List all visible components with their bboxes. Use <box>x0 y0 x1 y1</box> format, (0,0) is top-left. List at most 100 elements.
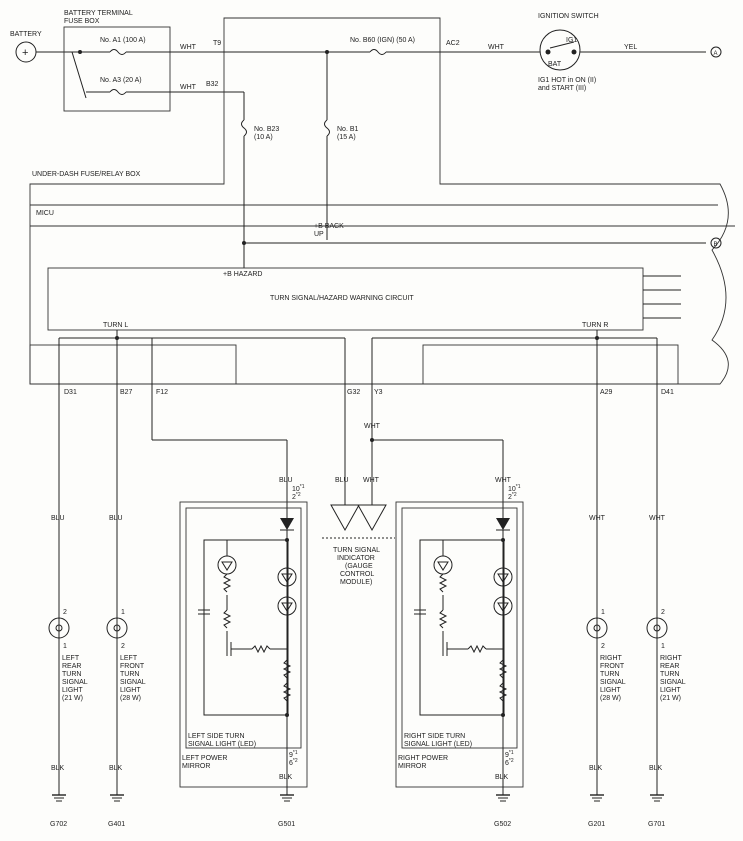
wire-wht-y3: WHT <box>364 423 381 430</box>
right-led-label-2: SIGNAL LIGHT (LED) <box>404 741 472 748</box>
ground-icon <box>650 794 664 802</box>
ground-icon <box>280 794 294 802</box>
wire-blk-g201: BLK <box>589 765 603 772</box>
hazard-label: +B HAZARD <box>223 271 262 278</box>
left-rear-turn-light: 2 1 LEFT REAR TURN SIGNAL LIGHT (21 W) <box>48 609 88 702</box>
lr-pin-2: 2 <box>63 609 67 616</box>
left-front-turn-light: 1 2 LEFT FRONT TURN SIGNAL LIGHT (28 W) <box>106 609 146 702</box>
wire-blu-lr: BLU <box>51 515 65 522</box>
indicator-label-1: TURN SIGNAL <box>333 547 380 554</box>
right-mirror-label-2: MIRROR <box>398 763 426 770</box>
led-icon <box>493 567 513 587</box>
lr-label-2: REAR <box>62 663 81 670</box>
lf-label-1: LEFT <box>120 655 138 662</box>
ground-g201: G201 <box>588 821 605 828</box>
indicator-label-2: INDICATOR <box>337 555 375 562</box>
connector-ac2: AC2 <box>446 40 460 47</box>
turn-signal-indicator: TURN SIGNAL INDICATOR (GAUGE CONTROL MOD… <box>322 504 395 586</box>
battery: BATTERY + <box>10 31 42 63</box>
lf-pin-1: 1 <box>121 609 125 616</box>
wire-wht-rr: WHT <box>649 515 666 522</box>
indicator-label-4: CONTROL <box>340 571 374 578</box>
left-power-mirror: LEFT SIDE TURN SIGNAL LIGHT (LED) LEFT P… <box>179 501 308 795</box>
connector-t9: T9 <box>213 40 221 47</box>
right-front-turn-light: 1 2 RIGHT FRONT TURN SIGNAL LIGHT (28 W) <box>586 609 626 702</box>
rr-label-6: (21 W) <box>660 695 681 702</box>
connector-b-label: B <box>714 242 718 248</box>
connector-b27: B27 <box>120 389 133 396</box>
wire-wht-rm: WHT <box>495 477 512 484</box>
battery-fuse-box-title: BATTERY TERMINAL <box>64 10 133 17</box>
battery-label: BATTERY <box>10 31 42 38</box>
ground-icon <box>590 794 604 802</box>
connector-b32: B32 <box>206 81 219 88</box>
bulb-icon <box>106 617 128 639</box>
bulb-icon <box>48 617 70 639</box>
ignition-bat-pin: BAT <box>548 61 562 68</box>
under-dash-box-outline <box>29 17 735 385</box>
right-led-label-1: RIGHT SIDE TURN <box>404 733 465 740</box>
wire-blk-g401: BLK <box>109 765 123 772</box>
lr-label-1: LEFT <box>62 655 80 662</box>
ground-icon <box>110 794 124 802</box>
turn-r-label: TURN R <box>582 322 608 329</box>
rf-label-1: RIGHT <box>600 655 623 662</box>
resistor-icon <box>438 573 448 593</box>
connector-d31: D31 <box>64 389 77 396</box>
connector-f12: F12 <box>156 389 168 396</box>
rm-pin-6: 6*2 <box>505 758 514 767</box>
circuit-title: TURN SIGNAL/HAZARD WARNING CIRCUIT <box>270 295 414 302</box>
right-rear-turn-light: 2 1 RIGHT REAR TURN SIGNAL LIGHT (21 W) <box>646 609 686 702</box>
rm-pin-9: 9*1 <box>505 750 514 759</box>
led-icon <box>493 596 513 616</box>
led-icon <box>433 555 453 575</box>
rf-label-3: TURN <box>600 671 619 678</box>
fuse-a3-label: No. A3 (20 A) <box>100 77 142 84</box>
battery-fuse-box-subtitle: FUSE BOX <box>64 18 100 25</box>
connector-b-icon <box>710 237 722 249</box>
left-mirror-label-1: LEFT POWER <box>182 755 227 762</box>
connector-y3: Y3 <box>374 389 383 396</box>
lr-label-3: TURN <box>62 671 81 678</box>
wire-blu-ind: BLU <box>335 477 349 484</box>
indicator-label-5: MODULE) <box>340 579 372 586</box>
wire-blk-g702: BLK <box>51 765 65 772</box>
rm-pin-2: 2*2 <box>508 492 517 501</box>
under-dash-title: UNDER-DASH FUSE/RELAY BOX <box>32 171 141 178</box>
ignition-ig1-pin: IG1 <box>566 37 577 44</box>
lf-label-3: TURN <box>120 671 139 678</box>
wire-blk-g701: BLK <box>649 765 663 772</box>
indicator-label-3: (GAUGE <box>345 563 373 570</box>
fuse-b1-icon <box>324 119 330 137</box>
wire-yel: YEL <box>624 44 637 51</box>
rf-label-6: (28 W) <box>600 695 621 702</box>
left-led-label-2: SIGNAL LIGHT (LED) <box>188 741 256 748</box>
connector-a29: A29 <box>600 389 613 396</box>
wire-wht-rf: WHT <box>589 515 606 522</box>
connector-a-icon <box>710 46 722 58</box>
fuse-a1-icon <box>109 49 127 55</box>
lm-pin-6: 6*2 <box>289 758 298 767</box>
rf-label-2: FRONT <box>600 663 625 670</box>
turn-l-label: TURN L <box>103 322 128 329</box>
fuse-b1-label-1: No. B1 <box>337 126 359 133</box>
fuse-b1-label-2: (15 A) <box>337 134 356 141</box>
fuse-a1-label: No. A1 (100 A) <box>100 37 146 44</box>
fuse-b23-icon <box>241 119 247 137</box>
lm-pin-10: 10*1 <box>292 484 305 493</box>
rr-label-5: LIGHT <box>660 687 681 694</box>
lr-pin-1: 1 <box>63 643 67 650</box>
wire-blu-lf: BLU <box>109 515 123 522</box>
wire-blu-lm: BLU <box>279 477 293 484</box>
ground-g701: G701 <box>648 821 665 828</box>
lf-pin-2: 2 <box>121 643 125 650</box>
ignition-switch-title: IGNITION SWITCH <box>538 13 599 20</box>
fuse-b23-label-1: No. B23 <box>254 126 279 133</box>
led-icon <box>277 596 297 616</box>
rm-pin-10: 10*1 <box>508 484 521 493</box>
indicator-lamp-right-icon <box>357 504 387 532</box>
diode-icon <box>496 518 510 530</box>
backup-label-1: +B BACK <box>314 223 344 230</box>
fuse-a3-icon <box>109 89 127 95</box>
rf-pin-1: 1 <box>601 609 605 616</box>
